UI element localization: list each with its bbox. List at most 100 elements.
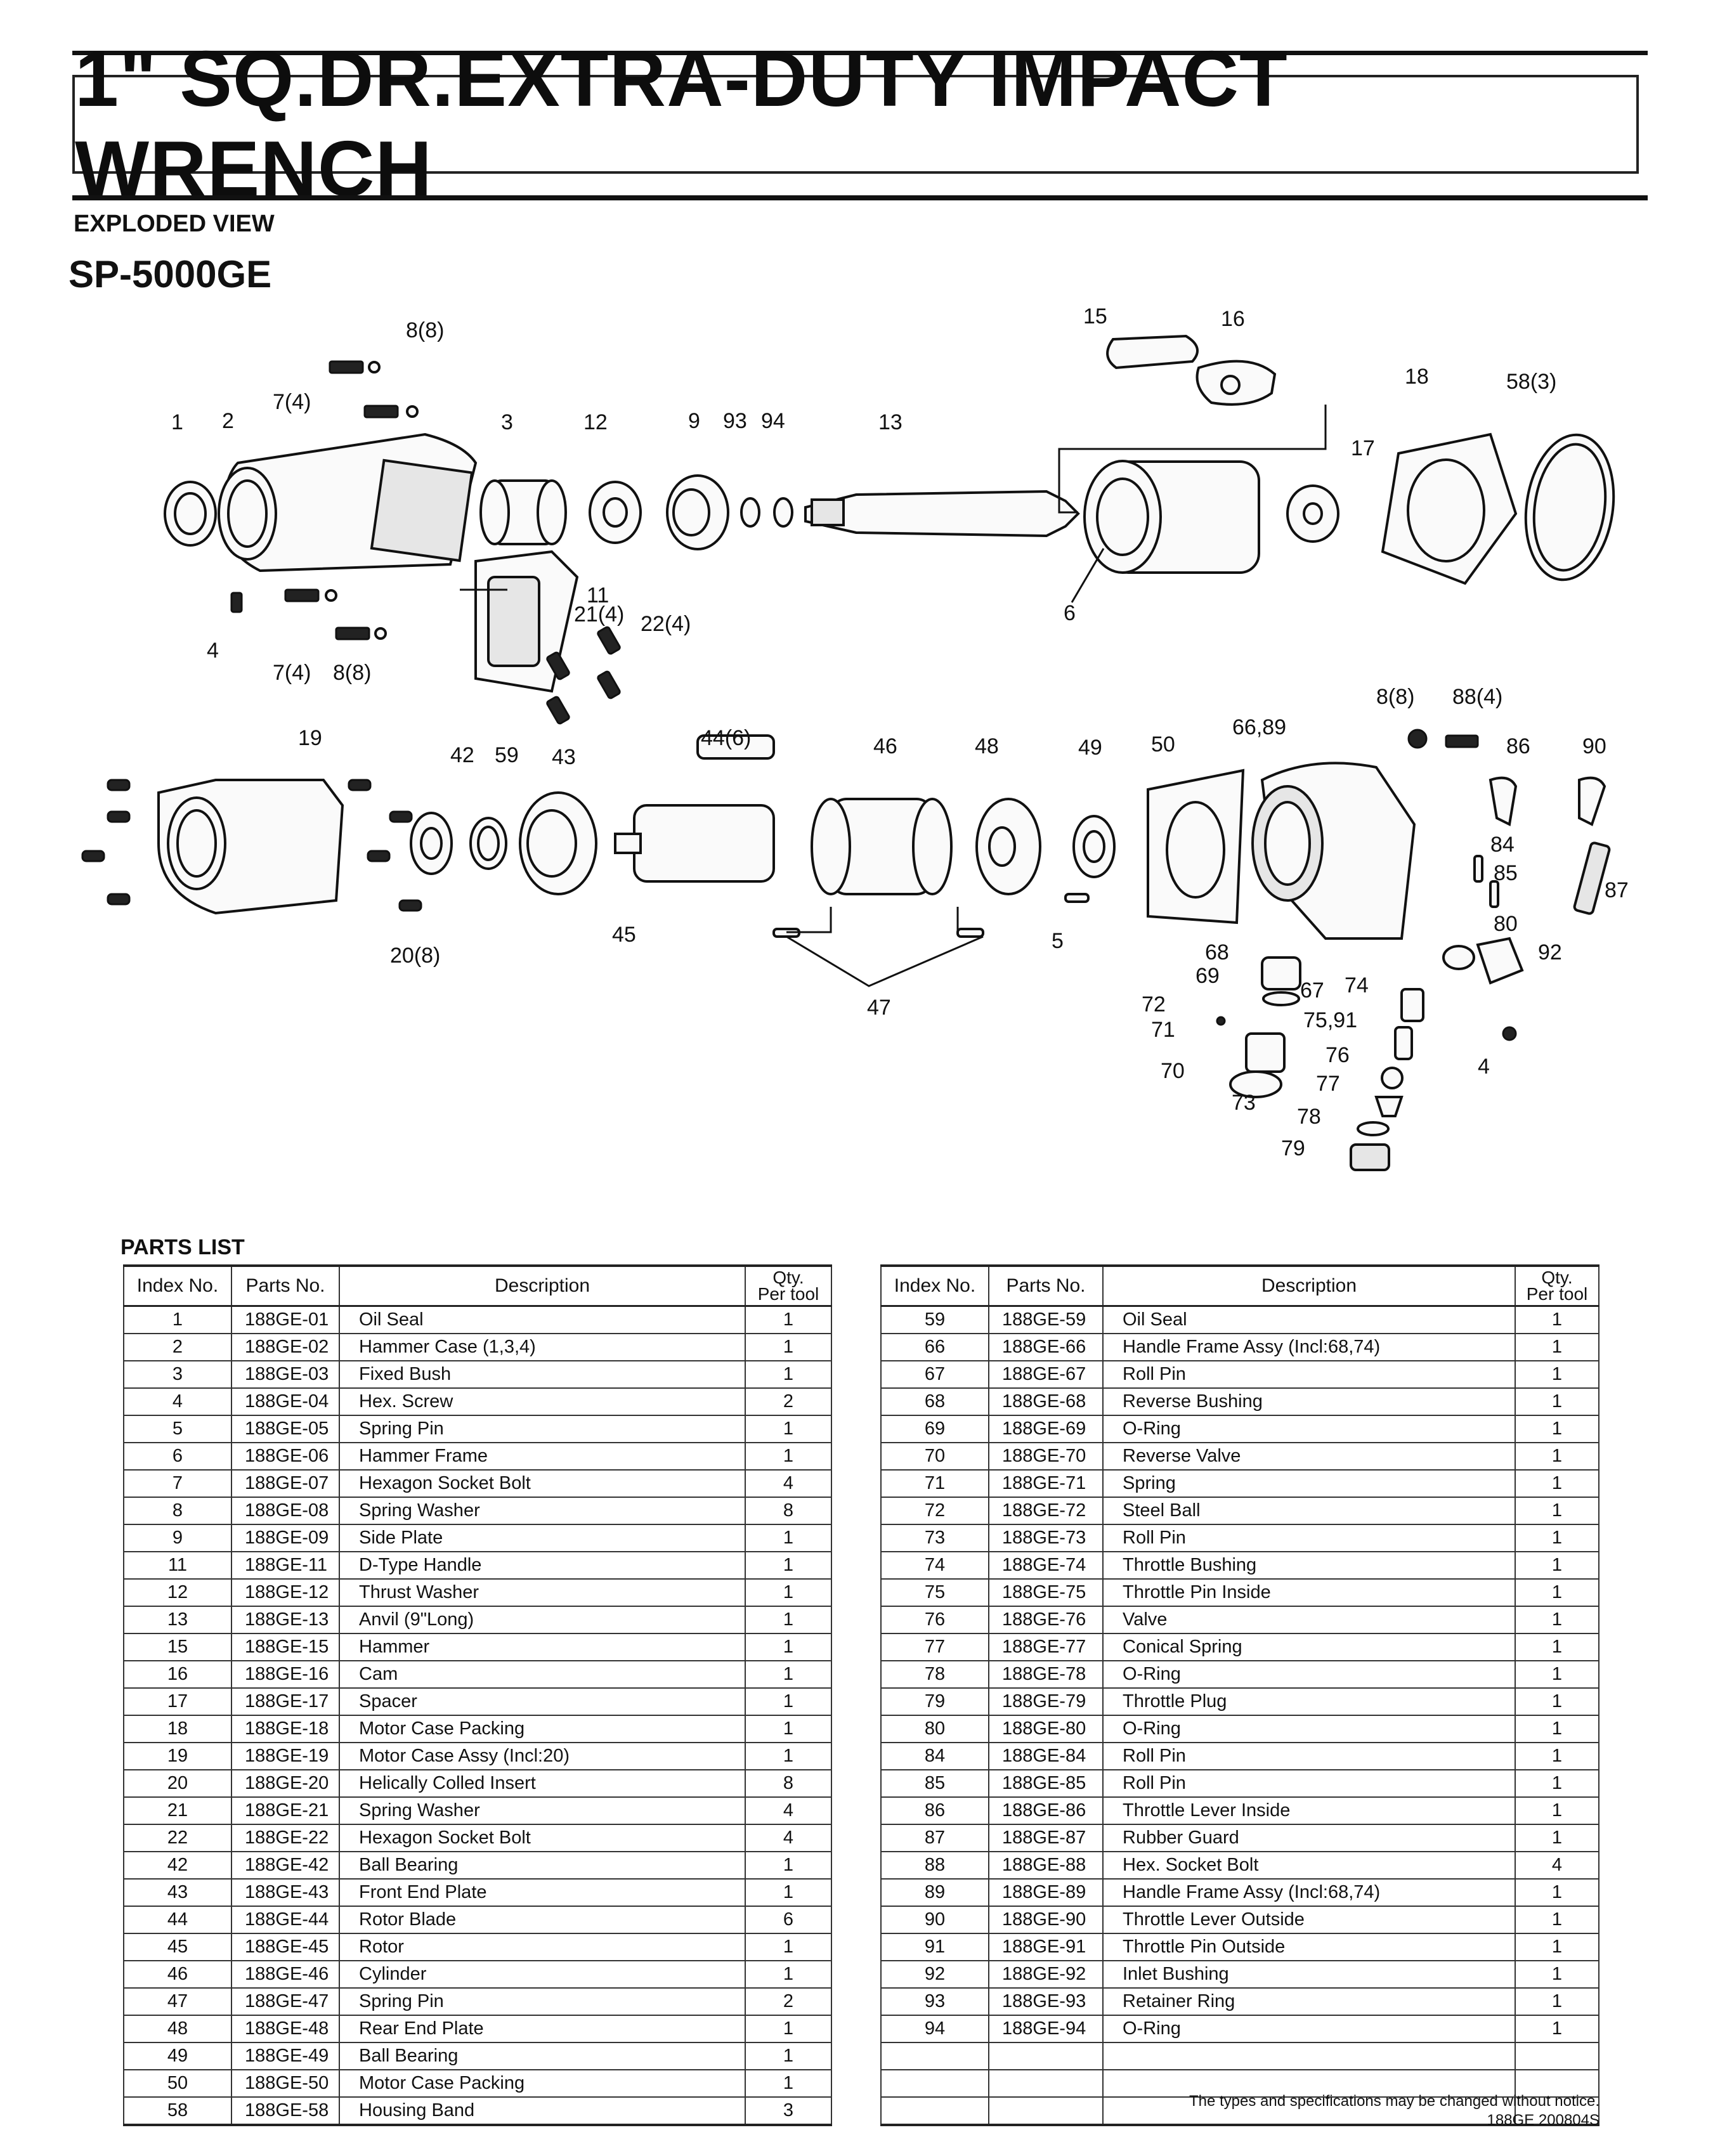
description-cell: Conical Spring <box>1102 1633 1516 1661</box>
description-cell: Rear End Plate <box>339 2015 746 2043</box>
parts-no-cell: 188GE-49 <box>231 2042 340 2070</box>
callout-8b: 8(8) <box>333 661 371 685</box>
index-cell: 11 <box>123 1551 232 1580</box>
callout-43: 43 <box>552 745 576 769</box>
description-cell: Housing Band <box>339 2096 746 2126</box>
callout-67: 67 <box>1300 978 1324 1003</box>
description-cell: Motor Case Packing <box>339 2069 746 2098</box>
index-cell: 12 <box>123 1578 232 1607</box>
description-cell: Reverse Bushing <box>1102 1387 1516 1416</box>
callout-8a: 8(8) <box>406 318 444 342</box>
index-cell: 7 <box>123 1469 232 1498</box>
index-cell: 67 <box>880 1360 989 1389</box>
description-cell: Rotor <box>339 1933 746 1961</box>
index-cell: 73 <box>880 1524 989 1552</box>
qty-cell: 1 <box>745 1551 832 1580</box>
description-cell: Hammer <box>339 1633 746 1661</box>
index-cell: 94 <box>880 2015 989 2043</box>
parts-no-cell: 188GE-90 <box>988 1906 1104 1934</box>
index-cell: 90 <box>880 1906 989 1934</box>
anvil-part <box>804 490 1080 538</box>
parts-no-cell: 188GE-84 <box>988 1742 1104 1770</box>
callout-13: 13 <box>878 410 902 434</box>
parts-no-cell: 188GE-04 <box>231 1387 340 1416</box>
callout-88: 88(4) <box>1452 685 1502 709</box>
hammer-part <box>1106 334 1199 370</box>
callout-76: 76 <box>1326 1043 1350 1067</box>
description-cell: Motor Case Assy (Incl:20) <box>339 1742 746 1770</box>
parts-no-cell: 188GE-19 <box>231 1742 340 1770</box>
description-cell: Hammer Frame <box>339 1442 746 1471</box>
parts-no-cell: 188GE-07 <box>231 1469 340 1498</box>
callout-8c: 8(8) <box>1376 685 1414 709</box>
callout-46: 46 <box>873 734 897 758</box>
qty-cell: 1 <box>1515 1878 1599 1907</box>
qty-cell: 1 <box>1515 2015 1599 2043</box>
index-cell: 13 <box>123 1606 232 1634</box>
col-desc-header: Description <box>339 1264 746 1307</box>
parts-no-cell: 188GE-85 <box>988 1769 1104 1798</box>
qty-cell: 1 <box>745 1933 832 1961</box>
bolts-group <box>230 360 621 725</box>
index-cell: 71 <box>880 1469 989 1498</box>
table-row <box>880 2042 1599 2070</box>
description-cell: O-Ring <box>1102 1660 1516 1689</box>
parts-no-cell: 188GE-06 <box>231 1442 340 1471</box>
description-cell: Throttle Bushing <box>1102 1551 1516 1580</box>
description-cell: Cylinder <box>339 1960 746 1989</box>
qty-cell: 1 <box>1515 1715 1599 1743</box>
parts-no-cell: 188GE-48 <box>231 2015 340 2043</box>
qty-cell: 1 <box>1515 1387 1599 1416</box>
index-cell: 16 <box>123 1660 232 1689</box>
parts-list-label: PARTS LIST <box>121 1235 245 1259</box>
parts-no-cell: 188GE-21 <box>231 1796 340 1825</box>
o-ring-part-94 <box>773 497 793 528</box>
callout-17: 17 <box>1351 436 1375 460</box>
qty-cell: 1 <box>1515 1469 1599 1498</box>
qty-cell: 1 <box>745 1606 832 1634</box>
callout-7b: 7(4) <box>273 661 311 685</box>
description-cell: O-Ring <box>1102 1715 1516 1743</box>
section-label: EXPLODED VIEW <box>74 211 275 237</box>
description-cell: Throttle Lever Outside <box>1102 1906 1516 1934</box>
hammer-frame-part <box>1083 460 1260 574</box>
valve-parts-group <box>1216 937 1524 1171</box>
oil-seal-part-59 <box>469 817 507 870</box>
callout-66: 66,89 <box>1232 715 1286 739</box>
thrust-washer-part <box>589 481 642 544</box>
qty-header-line1: Qty. <box>772 1268 804 1287</box>
callout-42: 42 <box>450 743 474 767</box>
model-number: SP-5000GE <box>68 253 272 295</box>
callout-74: 74 <box>1345 973 1369 997</box>
qty-cell: 1 <box>745 1305 832 1334</box>
parts-no-cell: 188GE-74 <box>988 1551 1104 1580</box>
qty-header-line2: Per tool <box>1526 1284 1588 1304</box>
qty-cell: 1 <box>745 2015 832 2043</box>
description-cell: Hexagon Socket Bolt <box>339 1824 746 1852</box>
qty-cell: 3 <box>745 2096 832 2126</box>
qty-cell <box>1515 2069 1599 2098</box>
index-cell: 42 <box>123 1851 232 1880</box>
parts-no-cell: 188GE-92 <box>988 1960 1104 1989</box>
callout-3: 3 <box>501 410 513 434</box>
description-cell: Roll Pin <box>1102 1360 1516 1389</box>
parts-no-cell: 188GE-91 <box>988 1933 1104 1961</box>
description-cell: Throttle Pin Outside <box>1102 1933 1516 1961</box>
qty-cell: 1 <box>745 1524 832 1552</box>
description-cell: D-Type Handle <box>339 1551 746 1580</box>
housing-band-part <box>1524 433 1615 581</box>
callout-71: 71 <box>1151 1018 1175 1042</box>
parts-no-cell: 188GE-42 <box>231 1851 340 1880</box>
qty-cell: 1 <box>1515 1415 1599 1443</box>
